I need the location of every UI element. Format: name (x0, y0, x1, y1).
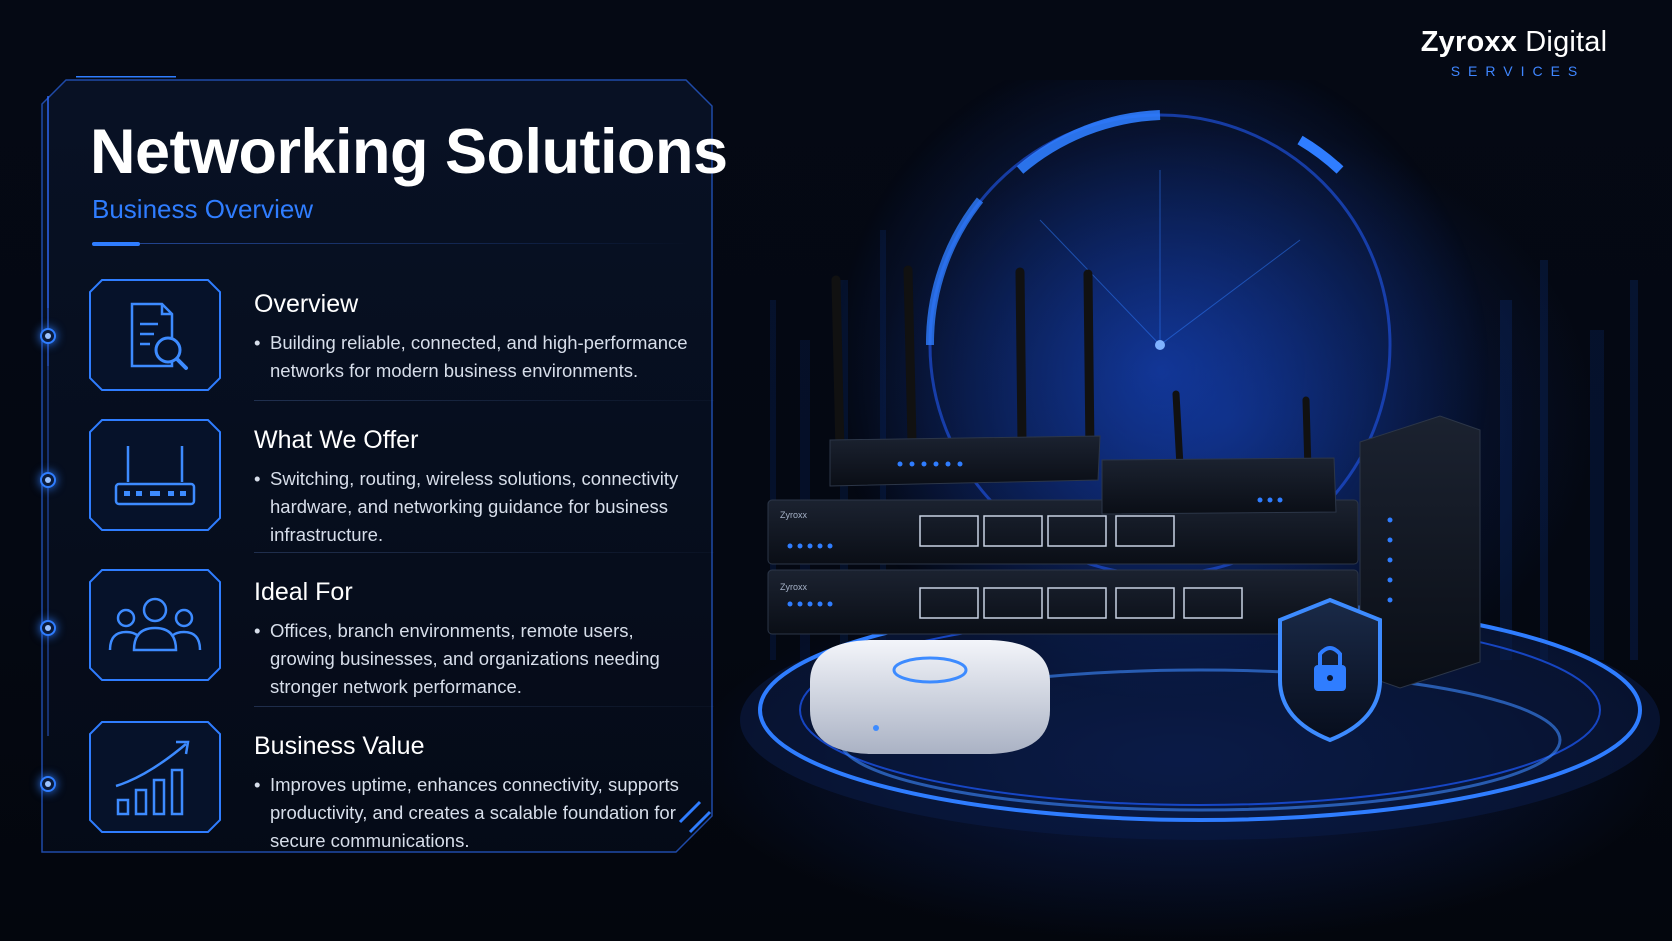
section-ideal-for: Ideal For Offices, branch environments, … (36, 558, 762, 707)
info-panel: Networking Solutions Business Overview O… (36, 76, 762, 888)
subtitle-divider (92, 243, 692, 244)
wireless-router-large (829, 265, 1101, 487)
section-divider (254, 706, 714, 707)
switch-brand-label: Zyroxx (780, 582, 808, 592)
section-body: Improves uptime, enhances connectivity, … (254, 771, 694, 855)
section-divider (254, 400, 714, 401)
section-business-value: Business Value Improves uptime, enhances… (36, 710, 762, 851)
section-body: Building reliable, connected, and high-p… (254, 329, 694, 385)
switch-brand-label: Zyroxx (780, 510, 808, 520)
wireless-router-small (1101, 390, 1337, 515)
section-text: Overview Building reliable, connected, a… (254, 290, 694, 385)
network-switch-stack: Zyroxx Zyroxx (767, 499, 1359, 635)
brand-subtitle: SERVICES (1450, 63, 1586, 79)
timeline-node (40, 472, 56, 488)
users-group-icon (88, 568, 222, 682)
section-title: What We Offer (254, 426, 419, 454)
section-title: Ideal For (254, 578, 353, 606)
section-body: Offices, branch environments, remote use… (254, 617, 694, 701)
section-title: Overview (254, 290, 359, 318)
page-title: Networking Solutions (90, 117, 728, 187)
timeline-node (40, 328, 56, 344)
page-subtitle: Business Overview (92, 194, 314, 224)
section-text: Ideal For Offices, branch environments, … (254, 578, 694, 701)
brand-name: Zyroxx Digital (1420, 26, 1608, 58)
section-text: Business Value Improves uptime, enhances… (254, 732, 694, 855)
subtitle-underline (92, 242, 140, 246)
section-overview: Overview Building reliable, connected, a… (36, 270, 762, 410)
wireless-access-point (810, 640, 1050, 754)
timeline-node (40, 776, 56, 792)
document-search-icon (88, 278, 222, 392)
security-shield-icon (1278, 597, 1382, 743)
network-devices-illustration: Zyroxx Zyroxx (740, 80, 1672, 941)
router-icon (88, 418, 222, 532)
section-text: What We Offer Switching, routing, wirele… (254, 426, 694, 549)
section-title: Business Value (254, 732, 425, 760)
growth-chart-icon (88, 720, 222, 834)
section-body: Switching, routing, wireless solutions, … (254, 465, 694, 549)
section-what-we-offer: What We Offer Switching, routing, wirele… (36, 406, 762, 553)
section-divider (254, 552, 714, 553)
timeline-node (40, 620, 56, 636)
brand-logo: Zyroxx Digital SERVICES (1404, 26, 1624, 79)
